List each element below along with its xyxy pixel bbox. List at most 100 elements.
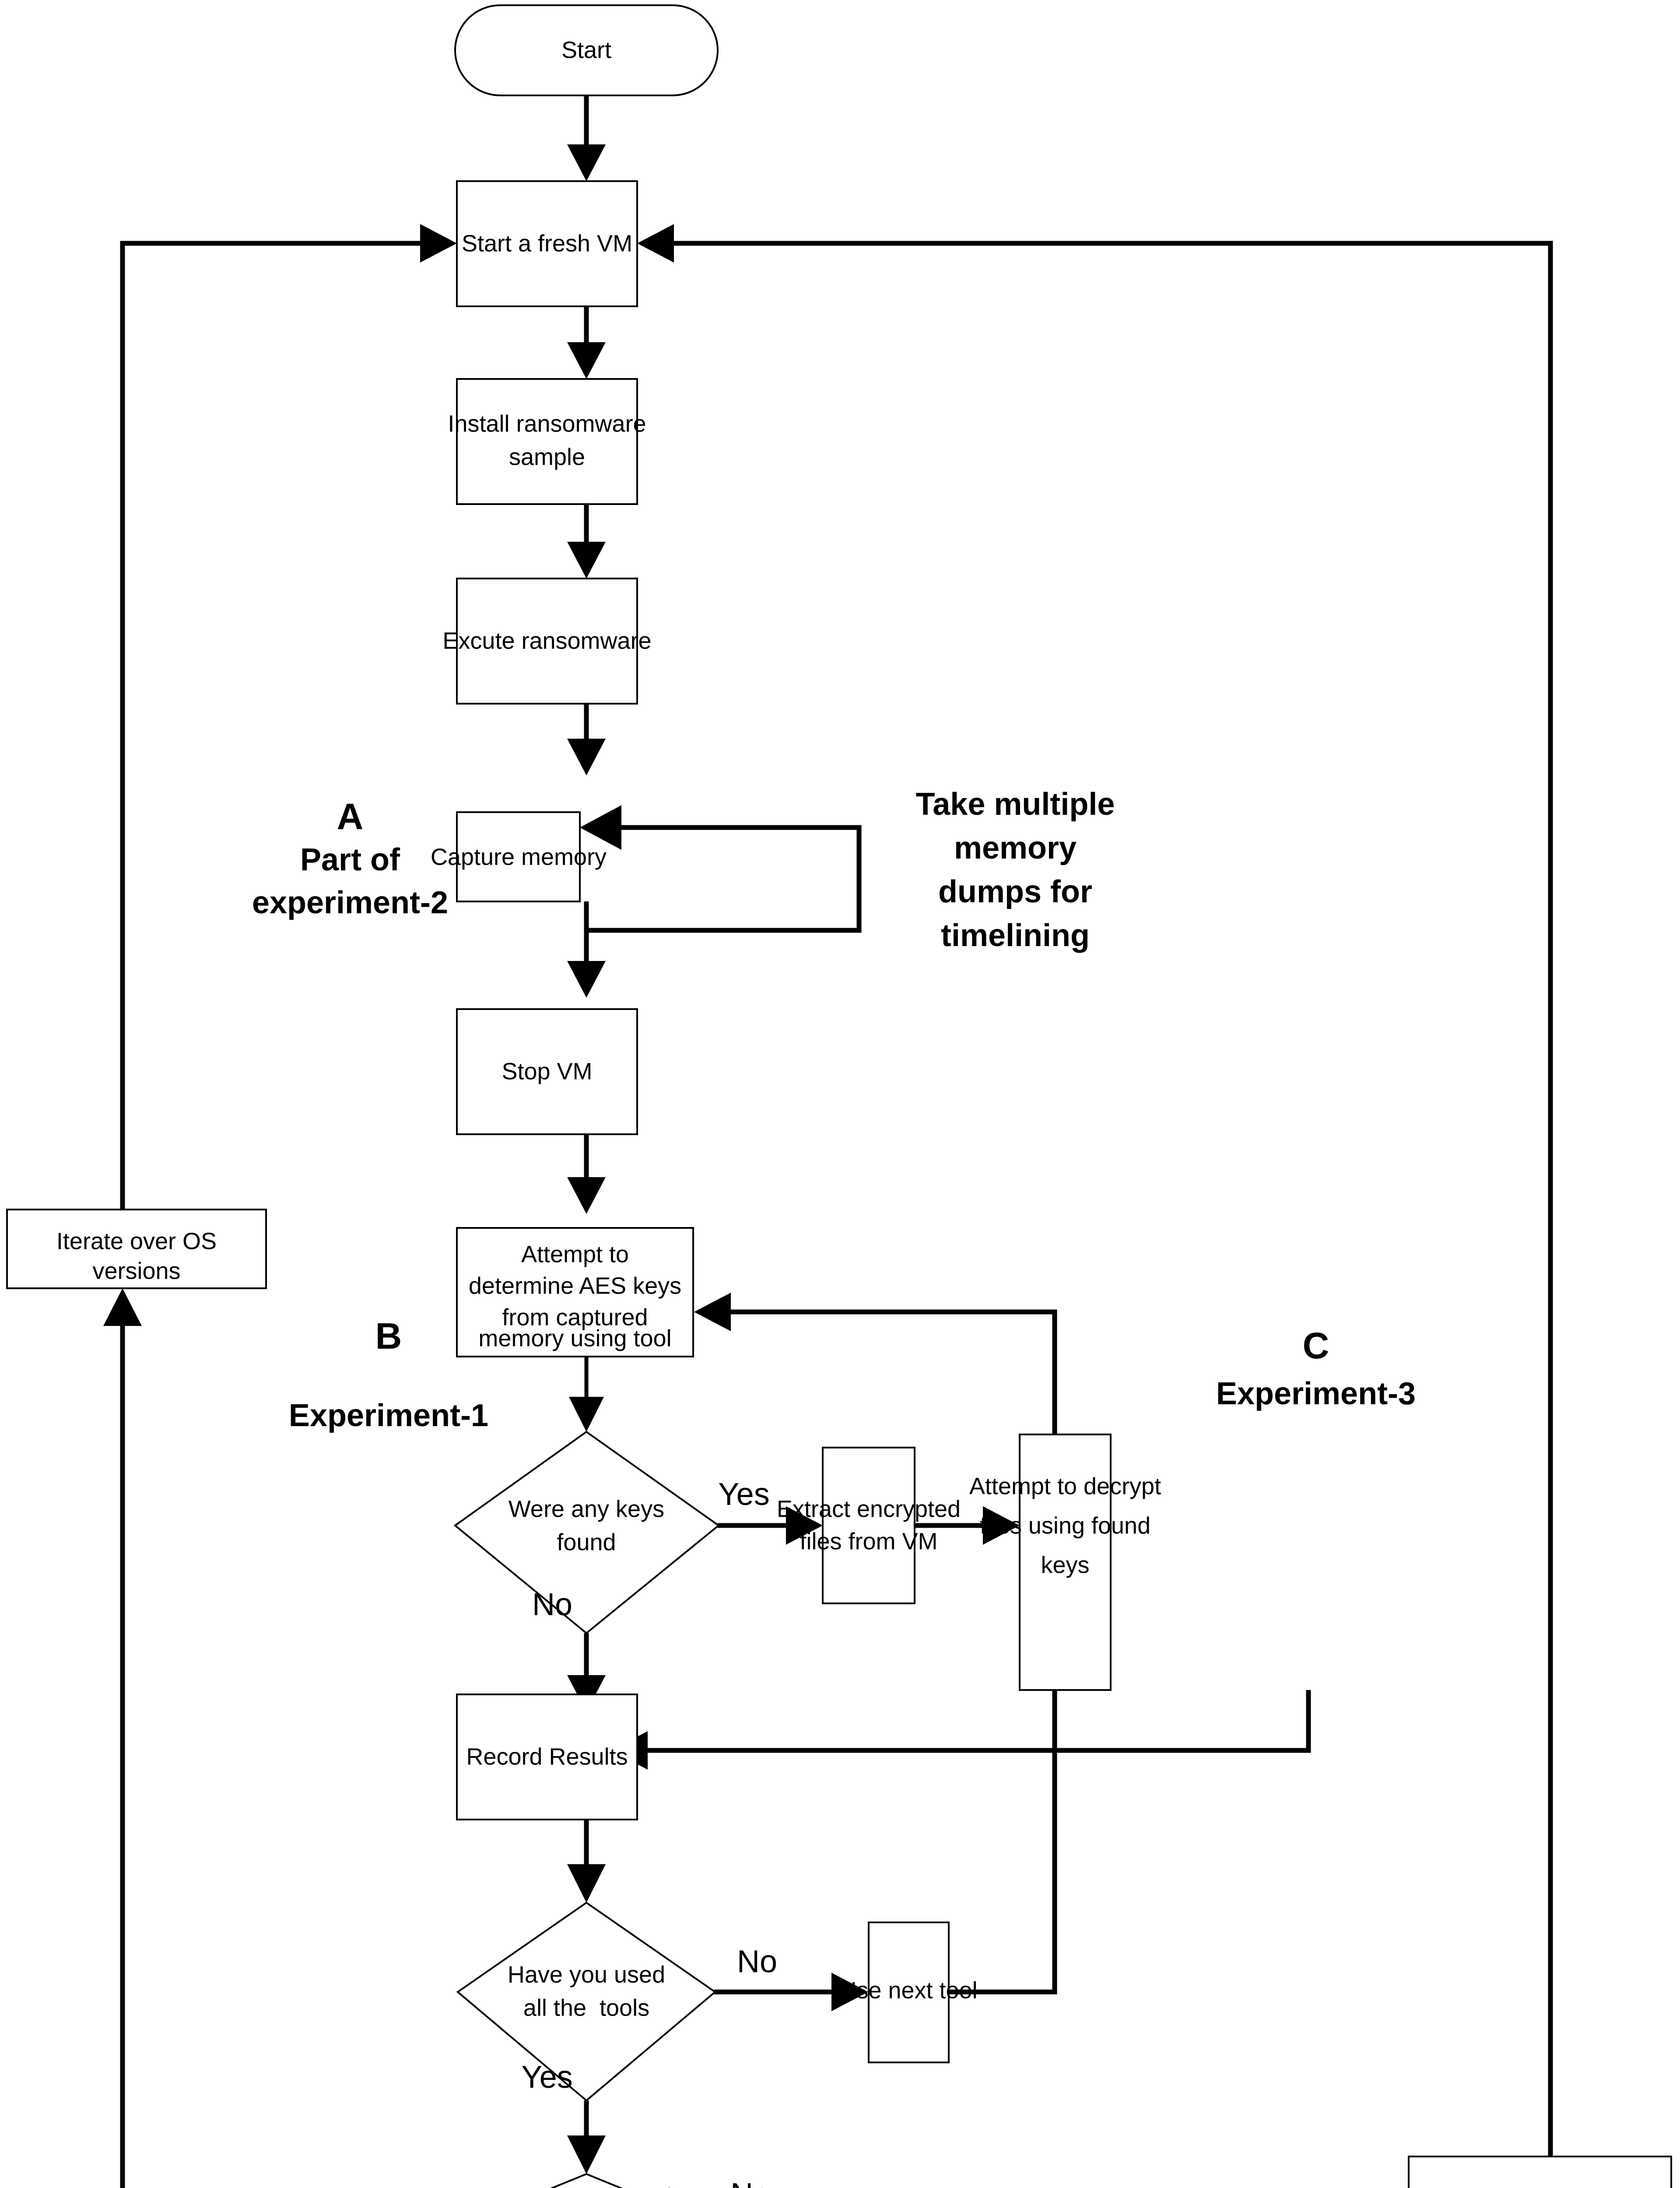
use-next-tool-label: Use next tool [839, 1977, 977, 2003]
arrowhead-extract-to-decrypt [983, 1506, 1020, 1545]
annotation-c-label: Experiment-3 [1216, 1376, 1416, 1411]
arrowhead-os-no-to-iterateos [103, 1288, 142, 1326]
used-all-tools-line1: Have you used [508, 1961, 665, 1988]
start-shape [454, 4, 719, 96]
arrowhead-usedtools-yes-to-samples [567, 2135, 606, 2174]
used-all-tools-line2: all the tools [523, 1995, 649, 2021]
stop-vm-shape [456, 1008, 638, 1135]
start-label: Start [561, 37, 611, 63]
nodes-layer: Start Start a fresh VM Install ransomwar… [6, 4, 1672, 2188]
capture-shape [456, 811, 581, 902]
execute-shape [456, 578, 638, 705]
arrowhead-capture-selfloop [580, 805, 621, 850]
node-use-next-tool[interactable]: Use next tool [839, 1922, 978, 2063]
arrowhead-record-to-usedtools [567, 1864, 606, 1903]
annotation-dumps-line4: timelining [941, 918, 1090, 953]
iterate-os-shape [6, 1209, 267, 1289]
edge-nexttool-to-determinekeys [731, 1309, 1057, 1995]
node-keys-found[interactable]: Were any keys found [453, 1431, 720, 1634]
record-results-label: Record Results [466, 1743, 628, 1770]
edge-label-keys-found-yes: Yes [718, 1477, 769, 1512]
determine-keys-line1: Attempt to [521, 1241, 629, 1267]
node-record-results[interactable]: Record Results [456, 1694, 638, 1820]
node-iterate-os[interactable]: Iterate over OS versions [6, 1209, 267, 1289]
node-capture[interactable]: Capture memory [431, 811, 607, 902]
node-extract-files[interactable]: Extract encrypted files from VM [777, 1447, 961, 1604]
arrowhead-install-to-execute [567, 542, 606, 579]
node-install[interactable]: Install ransomware sample [448, 378, 646, 505]
node-determine-keys[interactable]: Attempt to determine AES keys from captu… [456, 1227, 694, 1357]
node-stop-vm[interactable]: Stop VM [456, 1008, 638, 1135]
annotation-a-line2: experiment-2 [252, 885, 448, 920]
edge-nextsample-to-startvm [674, 241, 1553, 2164]
edges-layer [103, 95, 1553, 2188]
annotation-b-letter: B [375, 1315, 402, 1357]
decrypt-files-line3: keys [1041, 1552, 1089, 1578]
install-shape [456, 378, 638, 505]
decrypt-files-line1: Attempt to decrypt [969, 1473, 1161, 1499]
stop-vm-label: Stop VM [502, 1058, 592, 1084]
determine-keys-line4: memory using tool [478, 1325, 671, 1351]
extract-files-line1: Extract encrypted [777, 1496, 961, 1522]
capture-label: Capture memory [431, 844, 607, 870]
keys-found-line1: Were any keys [509, 1496, 664, 1522]
node-execute[interactable]: Excute ransomware [442, 578, 652, 705]
use-next-tool-shape [868, 1922, 950, 2063]
arrowhead-iterateos-to-startvm [420, 224, 457, 263]
start-vm-label: Start a fresh VM [462, 230, 632, 256]
node-start-vm[interactable]: Start a fresh VM [456, 180, 638, 307]
arrowhead-nextsample-to-startvm [637, 224, 674, 263]
record-results-shape [456, 1694, 638, 1820]
edge-label-samples-no: No [730, 2177, 771, 2188]
arrowhead-execute-to-capture [567, 739, 606, 775]
keys-found-line2: found [557, 1529, 616, 1555]
node-decrypt-files[interactable]: Attempt to decrypt files using found key… [969, 1434, 1161, 1691]
arrowhead-capture-to-stopvm [567, 961, 606, 998]
execute-label: Excute ransomware [442, 628, 651, 654]
arrowhead-startvm-to-install [567, 342, 606, 379]
edge-iterateos-to-startvm [120, 241, 420, 1238]
install-label-line1: Install ransomware [448, 410, 646, 437]
edge-decrypt-to-record [648, 1690, 1311, 1753]
annotation-b-label: Experiment-1 [289, 1398, 488, 1433]
annotation-a-letter: A [337, 796, 364, 837]
arrowhead-stopvm-to-determinekeys [567, 1177, 606, 1214]
arrowhead-start-to-startvm [567, 144, 606, 181]
iterate-os-line1: Iterate over OS [56, 1228, 217, 1254]
arrowhead-keysfound-yes-to-extract [786, 1506, 823, 1545]
node-use-next-sample[interactable]: Use next ransomware sample [1408, 2156, 1672, 2188]
edge-label-tools-yes: Yes [521, 2060, 572, 2095]
used-all-tools-shape [456, 1901, 717, 2102]
arrowhead-nexttool-to-determinekeys [694, 1293, 731, 1331]
annotation-a-line1: Part of [300, 842, 400, 877]
arrowhead-determinekeys-to-keysfound [569, 1397, 604, 1432]
edge-labels-layer: Yes No No Yes No Yes No Yes [521, 1477, 777, 2188]
determine-keys-line2: determine AES keys [469, 1273, 681, 1299]
decrypt-files-line2: files using found [980, 1512, 1150, 1539]
install-label-line2: sample [509, 444, 585, 470]
keys-found-shape [453, 1431, 720, 1634]
annotation-dumps-line3: dumps for [938, 874, 1092, 909]
use-next-sample-shape [1408, 2156, 1672, 2188]
determine-keys-shape [456, 1227, 694, 1357]
extract-files-shape [822, 1447, 915, 1604]
edge-capture-selfloop [584, 825, 862, 933]
iterate-os-line2: versions [92, 1258, 180, 1284]
annotation-dumps-line2: memory [954, 831, 1077, 866]
determine-keys-line3: from captured [502, 1304, 648, 1330]
tested-all-samples-line1: Have you tested [501, 2184, 672, 2188]
edge-label-tools-no: No [737, 1944, 777, 1979]
extract-files-line2: files from VM [800, 1528, 937, 1554]
annotations-layer: A Part of experiment-2 B Experiment-1 C … [252, 787, 1416, 1433]
decrypt-files-shape [1019, 1434, 1112, 1691]
start-vm-shape [456, 180, 638, 307]
edge-label-keys-found-no: No [532, 1587, 572, 1622]
node-used-all-tools[interactable]: Have you used all the tools [456, 1901, 717, 2102]
node-tested-all-samples[interactable]: Have you tested all ransomware samples [458, 2173, 715, 2188]
arrowhead-usedtools-no-to-nexttool [831, 1973, 868, 2011]
node-start[interactable]: Start [454, 4, 719, 96]
annotation-dumps-line1: Take multiple [916, 787, 1115, 822]
edge-os-no-to-iterateos [120, 1326, 125, 2188]
